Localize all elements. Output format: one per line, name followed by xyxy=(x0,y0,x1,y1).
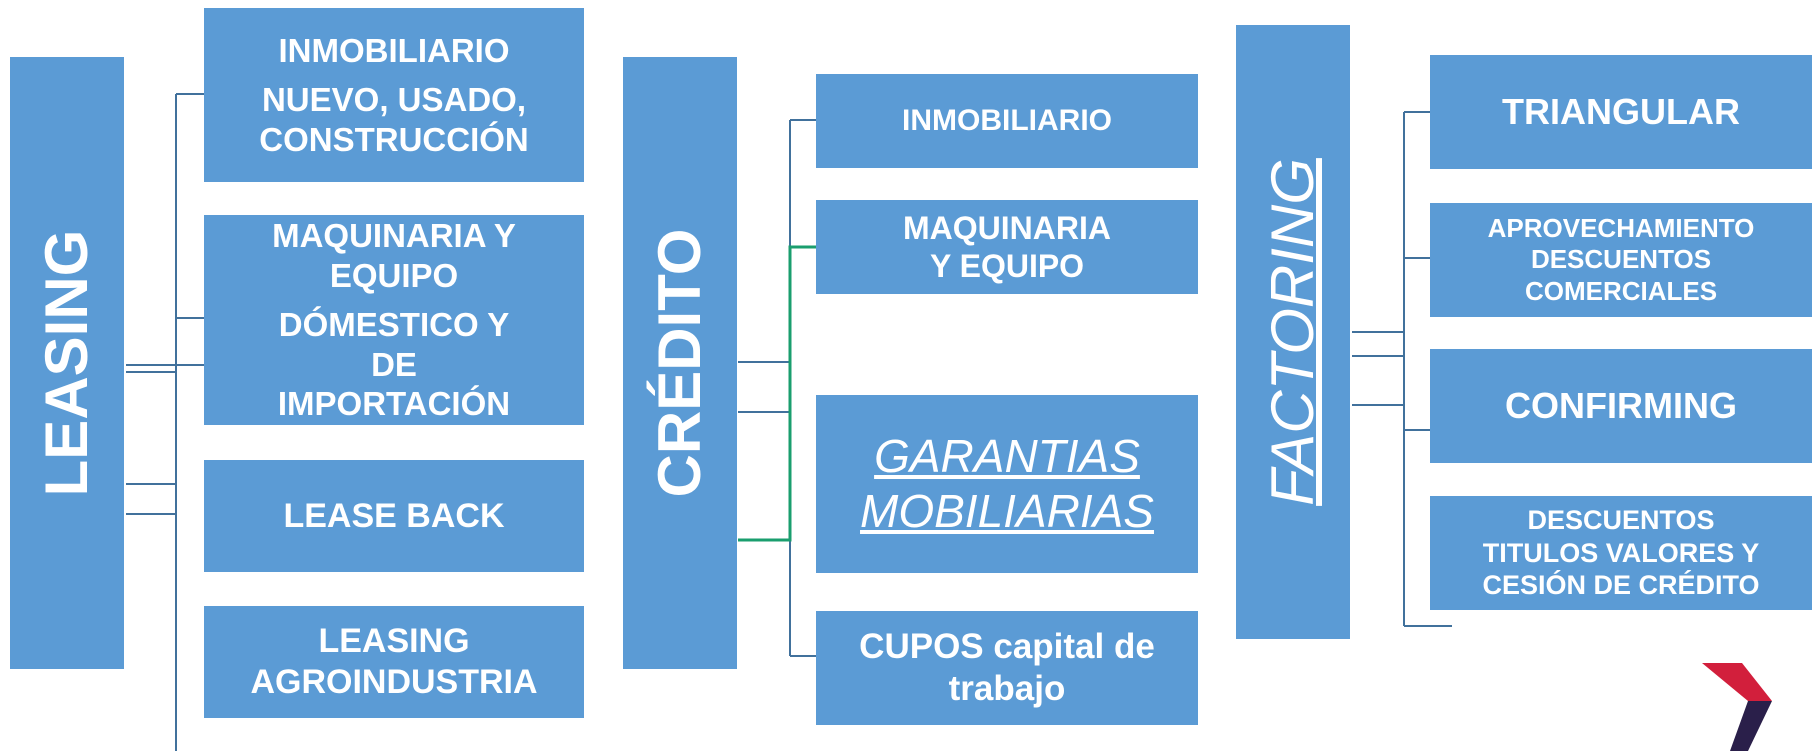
leasing-item-label: LEASE BACK xyxy=(283,496,505,535)
leasing-item-label: LEASING AGROINDUSTRIA xyxy=(250,622,538,701)
credito-item-maquinaria: MAQUINARIA Y EQUIPO xyxy=(816,200,1198,294)
leasing-item-detail: NUEVO, USADO, CONSTRUCCIÓN xyxy=(259,81,529,158)
leasing-item-agroindustria: LEASING AGROINDUSTRIA xyxy=(204,606,584,718)
factoring-item-confirming: CONFIRMING xyxy=(1430,349,1812,463)
credito-title: CRÉDITO xyxy=(646,228,713,498)
factoring-item-aprovechamiento: APROVECHAMIENTO DESCUENTOS COMERCIALES xyxy=(1430,203,1812,317)
credito-item-garantias: GARANTIAS MOBILIARIAS xyxy=(816,395,1198,573)
leasing-item-detail: DÓMESTICO Y DE IMPORTACIÓN xyxy=(277,306,511,423)
credito-item-label: INMOBILIARIO xyxy=(902,104,1112,137)
factoring-item-label: TRIANGULAR xyxy=(1502,91,1740,133)
factoring-title-box: FACTORING xyxy=(1236,25,1350,639)
chevron-logo-icon xyxy=(1702,663,1772,751)
leasing-item-heading: INMOBILIARIO xyxy=(278,31,510,69)
leasing-item-heading: MAQUINARIA Y EQUIPO xyxy=(272,217,516,294)
factoring-item-label: DESCUENTOS TITULOS VALORES Y CESIÓN DE C… xyxy=(1482,505,1760,601)
factoring-item-label: APROVECHAMIENTO DESCUENTOS COMERCIALES xyxy=(1487,213,1755,306)
leasing-item-maquinaria: MAQUINARIA Y EQUIPO DÓMESTICO Y DE IMPOR… xyxy=(204,215,584,425)
factoring-item-descuentos: DESCUENTOS TITULOS VALORES Y CESIÓN DE C… xyxy=(1430,496,1812,610)
credito-item-cupos: CUPOS capital de trabajo xyxy=(816,611,1198,725)
factoring-title: FACTORING xyxy=(1259,158,1326,506)
factoring-item-triangular: TRIANGULAR xyxy=(1430,55,1812,169)
factoring-item-label: CONFIRMING xyxy=(1505,385,1737,427)
credito-item-label: GARANTIAS MOBILIARIAS xyxy=(860,429,1154,537)
leasing-title: LEASING xyxy=(33,229,100,497)
credito-item-label: CUPOS capital de trabajo xyxy=(859,627,1155,708)
credito-item-label: MAQUINARIA Y EQUIPO xyxy=(903,209,1111,284)
credito-title-box: CRÉDITO xyxy=(623,57,737,669)
leasing-item-inmobiliario: INMOBILIARIO NUEVO, USADO, CONSTRUCCIÓN xyxy=(204,8,584,182)
credito-item-inmobiliario: INMOBILIARIO xyxy=(816,74,1198,168)
leasing-item-lease-back: LEASE BACK xyxy=(204,460,584,572)
leasing-title-box: LEASING xyxy=(10,57,124,669)
